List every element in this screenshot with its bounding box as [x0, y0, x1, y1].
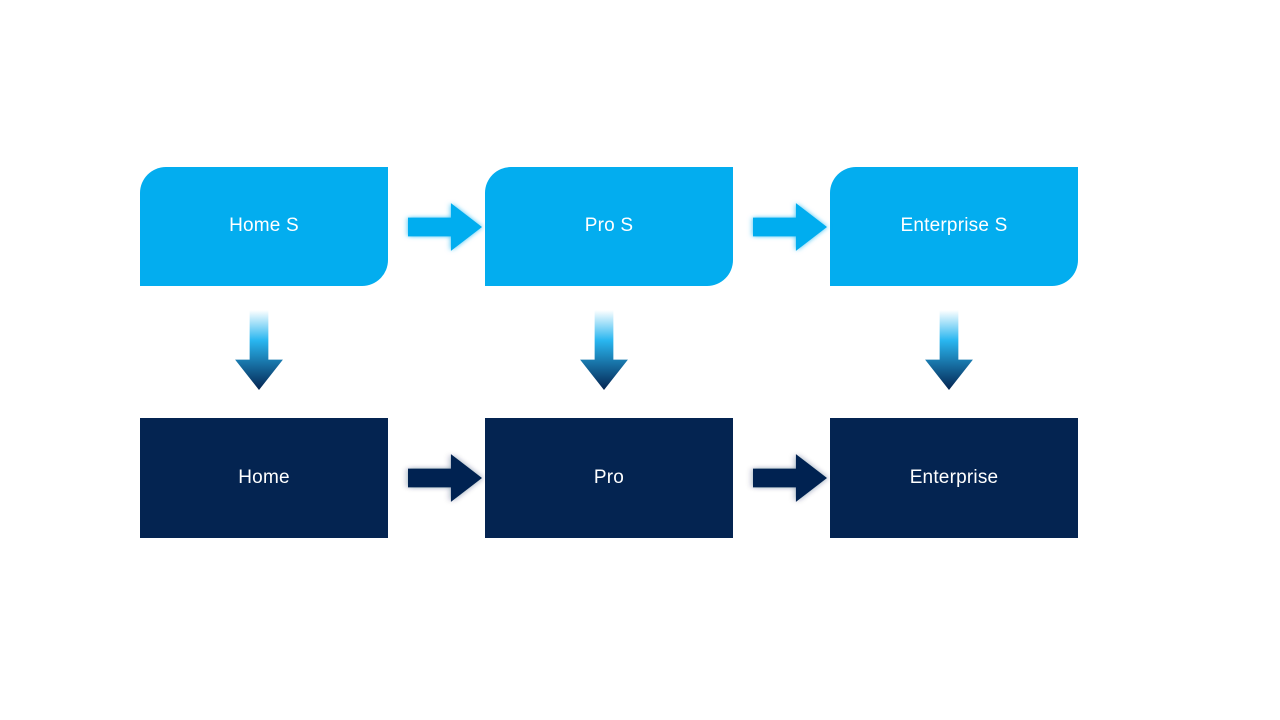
arrow-home-to-pro-icon: [408, 452, 482, 504]
node-enterprise-s[interactable]: Enterprise S: [830, 167, 1078, 286]
arrow-pro-s-down-to-pro-icon: [578, 310, 630, 390]
arrow-pro-to-enterprise-icon: [753, 452, 827, 504]
node-label-pro-s: Pro S: [584, 215, 634, 237]
node-enterprise[interactable]: Enterprise: [830, 418, 1078, 538]
node-label-home-s: Home S: [229, 215, 299, 237]
arrow-home-s-to-pro-s-icon: [408, 201, 482, 253]
node-pro-s[interactable]: Pro S: [485, 167, 733, 286]
node-label-enterprise: Enterprise: [909, 466, 999, 488]
arrow-pro-s-to-enterprise-s-icon: [753, 201, 827, 253]
arrow-enterprise-s-down-icon: [923, 310, 975, 390]
node-pro[interactable]: Pro: [485, 418, 733, 538]
node-label-home: Home: [238, 466, 290, 488]
arrow-home-s-down-to-home-icon: [233, 310, 285, 390]
node-home-s[interactable]: Home S: [140, 167, 388, 286]
node-label-enterprise-s: Enterprise S: [900, 215, 1008, 237]
node-home[interactable]: Home: [140, 418, 388, 538]
node-label-pro: Pro: [593, 466, 625, 488]
